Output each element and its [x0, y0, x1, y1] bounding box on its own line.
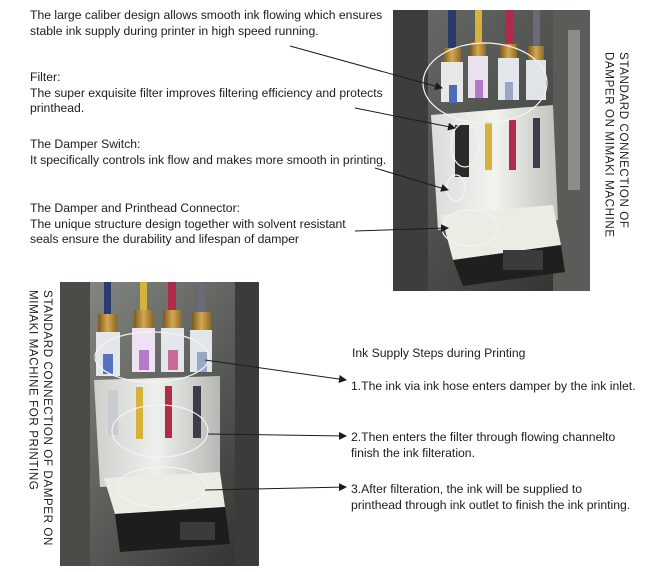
steps-heading: Ink Supply Steps during Printing — [352, 346, 526, 360]
arrow-connector — [354, 224, 449, 233]
bottom-damper-illustration — [60, 282, 259, 566]
top-damper-photo — [393, 10, 590, 291]
arrow-caliber — [289, 45, 443, 90]
feature-filter-title: Filter: — [30, 70, 61, 84]
arrow-step-3 — [204, 483, 347, 492]
bottom-damper-photo — [60, 282, 259, 566]
feature-caliber: The large caliber design allows smooth i… — [30, 8, 390, 39]
bottom-inlet-ellipse — [94, 331, 210, 383]
arrow-switch — [374, 167, 449, 192]
feature-filter-text: The super exquisite filter improves filt… — [30, 85, 383, 116]
top-filter-ellipse — [450, 122, 480, 168]
bottom-outlet-ellipse — [116, 466, 208, 508]
feature-switch-title: The Damper Switch: — [30, 137, 141, 151]
feature-filter: Filter: The super exquisite filter impro… — [30, 70, 390, 117]
arrow-step-2 — [207, 431, 347, 440]
step-3: 3.After filteration, the ink will be sup… — [351, 482, 631, 512]
feature-connector: The Damper and Printhead Connector: The … — [30, 201, 370, 248]
top-photo-caption: STANDARD CONNECTION OF DAMPER ON MIMAKI … — [602, 52, 631, 238]
feature-connector-text: The unique structure design together wit… — [30, 216, 346, 247]
step-2: 2.Then enters the filter through flowing… — [351, 430, 616, 460]
top-connector-ellipse — [441, 209, 499, 247]
bottom-filter-ellipse — [111, 404, 209, 458]
top-inlet-ellipse — [422, 42, 548, 124]
step-1: 1.The ink via ink hose enters damper by … — [351, 379, 636, 393]
arrow-step-1 — [204, 359, 347, 383]
feature-connector-title: The Damper and Printhead Connector: — [30, 201, 241, 215]
top-switch-ellipse — [446, 174, 466, 202]
feature-switch-text: It specifically controls ink flow and ma… — [30, 152, 387, 167]
top-damper-illustration — [393, 10, 590, 291]
bottom-photo-caption: STANDARD CONNECTION OF DAMPER ON MIMAKI … — [26, 290, 55, 547]
arrow-filter — [354, 107, 456, 131]
feature-switch: The Damper Switch: It specifically contr… — [30, 137, 390, 168]
feature-caliber-text: The large caliber design allows smooth i… — [30, 8, 383, 38]
